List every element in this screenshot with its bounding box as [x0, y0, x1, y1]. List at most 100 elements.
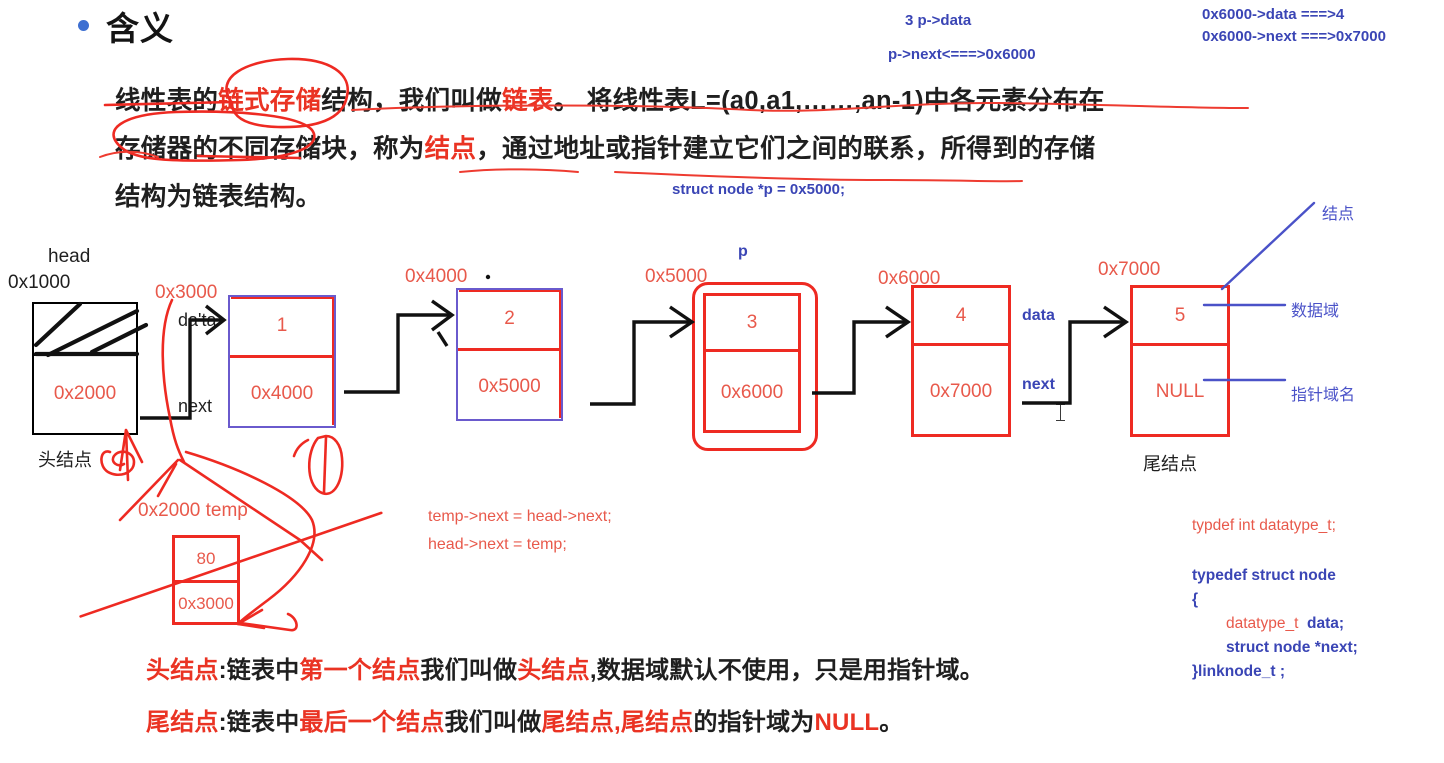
para-text: 存储器的不同存储块，称为	[115, 135, 425, 163]
para-highlight-node: 结点	[424, 135, 477, 163]
annotation-p-data: 3 p->data	[905, 12, 972, 29]
stray-dot-1	[485, 274, 491, 280]
typedef-line-5: struct node *next;	[1226, 639, 1358, 656]
summary-tail-node-2: 尾结点,尾结点	[541, 709, 694, 736]
summary-term-tail-node: 尾结点	[146, 709, 219, 736]
insert-code-line-1: temp->next = head->next;	[428, 508, 612, 525]
list-node-4-data: 4	[914, 288, 1008, 346]
list-node-4-next: 0x7000	[929, 380, 993, 402]
side-label-pointer-field: 指针域名	[1291, 387, 1356, 404]
head-node-next-cell: 0x2000	[53, 383, 117, 404]
pen-arrow-into-head-next	[118, 428, 144, 482]
temp-node-data: 80	[175, 538, 237, 583]
definition-paragraph-line-2: 存储器的不同存储块，称为结点，通过地址或指针建立它们之间的联系，所得到的存储	[115, 128, 1095, 165]
pointer-label-p: p	[738, 243, 748, 260]
address-label-0x4000: 0x4000	[405, 266, 468, 287]
pen-tick-temp-label	[156, 462, 178, 498]
field-label-next: next	[1022, 376, 1055, 393]
typedef-data-member: data;	[1307, 615, 1345, 632]
list-node-4: 4 0x7000	[911, 285, 1011, 437]
para-highlight-chain-storage: 链式存储	[218, 87, 322, 115]
connector-node3-to-node4	[812, 305, 912, 395]
pen-underline-line2	[614, 171, 1023, 183]
annotation-6000-data: 0x6000->data ===>4	[1202, 6, 1345, 23]
pen-leaf-midrib	[322, 435, 328, 494]
head-node-data-cell	[34, 304, 136, 356]
summary-last-node: 最后一个结点	[299, 709, 445, 736]
list-node-3-next: 0x6000	[720, 381, 784, 403]
summary-line-head-node: 头结点:链表中第一个结点我们叫做头结点,数据域默认不使用，只是用指针域。	[146, 650, 984, 685]
temp-node-next: 0x3000	[178, 594, 234, 613]
temp-node-label: 0x2000 temp	[138, 500, 248, 521]
typedef-datatype-token: datatype_t	[1226, 615, 1299, 632]
insert-code-line-2: head->next = temp;	[428, 536, 567, 553]
summary-text: ,数据域默认不使用，只是用指针域。	[589, 657, 984, 684]
typedef-line-2: typedef struct node	[1192, 567, 1336, 584]
list-node-1-data: 1	[230, 297, 334, 358]
list-node-2-data: 2	[458, 290, 561, 351]
next-field-callout: next	[178, 396, 213, 416]
callout-line-node	[1220, 201, 1316, 291]
stray-tick-mark	[436, 331, 449, 347]
page-title: 含义	[106, 10, 174, 47]
list-node-3-data: 3	[706, 296, 798, 352]
list-node-5-next: NULL	[1155, 380, 1205, 402]
pen-leaf-stem	[292, 438, 310, 458]
list-node-2: 2 0x5000	[456, 288, 563, 421]
connector-node1-to-node2	[344, 299, 455, 394]
tail-node-caption: 尾结点	[1143, 454, 1197, 474]
definition-paragraph-line-3: 结构为链表结构。	[115, 183, 322, 211]
pen-loop-scribble	[100, 450, 136, 476]
head-pointer-label: head	[48, 246, 91, 267]
annotation-6000-next: 0x6000->next ===>0x7000	[1202, 28, 1386, 45]
summary-text: 我们叫做	[444, 709, 542, 736]
pen-underline-jiedian	[459, 168, 579, 173]
list-node-2-next: 0x5000	[478, 376, 541, 397]
address-label-0x6000: 0x6000	[878, 268, 941, 289]
head-node-address: 0x1000	[8, 272, 71, 293]
typedef-line-4: datatype_t data;	[1192, 612, 1358, 636]
list-node-5: 5 NULL	[1130, 285, 1230, 437]
head-node-box: 0x2000	[32, 302, 138, 435]
summary-text: 的指针域为	[693, 709, 815, 736]
list-node-1: 1 0x4000	[228, 295, 336, 428]
para-highlight-linkedlist: 链表	[502, 87, 554, 115]
summary-head-node-2: 头结点	[517, 657, 590, 684]
summary-text: 我们叫做	[420, 657, 518, 684]
typedef-line-6: }linknode_t ;	[1192, 663, 1286, 680]
typedef-line-1: typdef int datatype_t;	[1192, 517, 1336, 534]
annotation-struct-p-decl: struct node *p = 0x5000;	[672, 181, 845, 198]
summary-term-head-node: 头结点	[146, 657, 219, 684]
text-cursor-icon	[1056, 403, 1065, 421]
field-label-data: data	[1022, 307, 1055, 324]
address-label-0x5000: 0x5000	[645, 266, 708, 287]
para-text: 线性表的	[115, 87, 219, 115]
temp-node-box: 80 0x3000	[172, 535, 240, 625]
list-node-2-inner-border	[459, 290, 561, 418]
typedef-code-block: typdef int datatype_t; typedef struct no…	[1192, 514, 1358, 684]
para-text: 结构，我们叫做	[321, 87, 503, 115]
list-node-1-next: 0x4000	[250, 383, 314, 404]
pen-leaf-scribble	[307, 434, 344, 496]
list-node-5-data: 5	[1133, 288, 1227, 346]
typedef-line-3: {	[1192, 591, 1199, 608]
list-node-3: 3 0x6000	[703, 293, 801, 433]
summary-text: :链表中	[218, 657, 300, 684]
summary-text: :链表中	[218, 709, 300, 736]
side-label-data-field: 数据域	[1291, 303, 1340, 320]
para-text: ，通过地址或指针建立它们之间的联系，所得到的存储	[476, 135, 1096, 163]
summary-first-node: 第一个结点	[299, 657, 421, 684]
address-label-0x7000: 0x7000	[1098, 259, 1161, 280]
definition-paragraph-line-1: 线性表的链式存储结构，我们叫做链表。 将线性表L=(a0,a1,……,an-1)…	[115, 80, 1105, 117]
head-node-caption: 头结点	[38, 450, 92, 470]
bullet-point-icon	[78, 20, 89, 31]
pen-arrow-into-temp	[236, 608, 298, 632]
data-field-callout: da'ta	[178, 310, 217, 330]
code-blank-line	[1192, 538, 1358, 564]
para-text: 。 将线性表L=(a0,a1,……,an-1)中各元素分布在	[553, 87, 1105, 115]
side-label-node: 结点	[1322, 206, 1355, 223]
annotation-p-next: p->next<===>0x6000	[888, 46, 1036, 63]
connector-node2-to-node3	[590, 305, 696, 406]
list-node-1-inner-border	[231, 297, 334, 425]
